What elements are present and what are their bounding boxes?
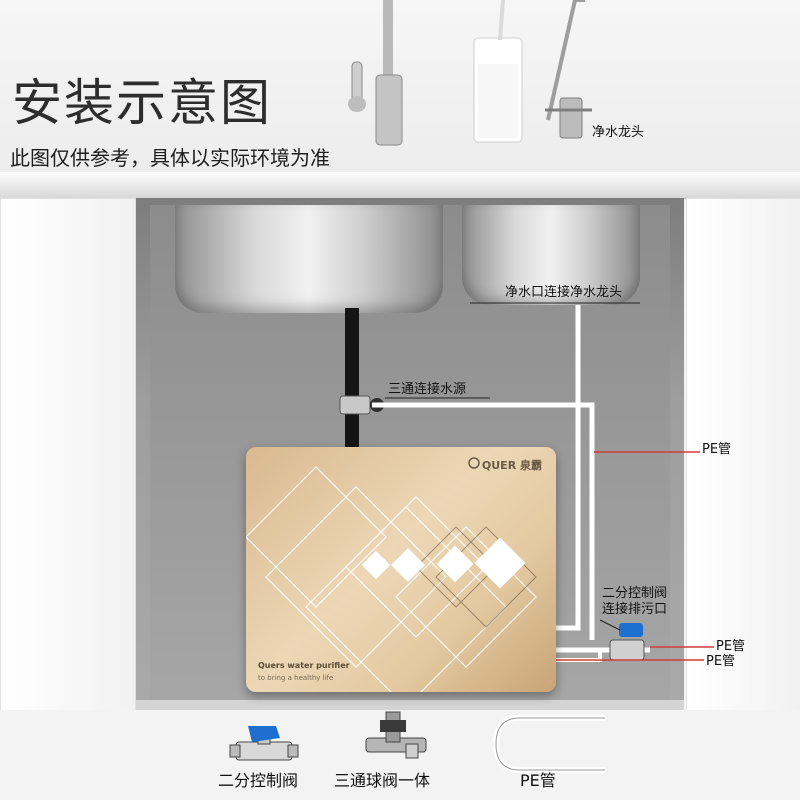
page-title: 安装示意图 xyxy=(12,74,272,132)
cabinet-door-right xyxy=(686,198,800,730)
pe-lower-label: PE管 xyxy=(706,654,736,669)
mixer-faucet-spout xyxy=(383,0,393,80)
drain-valve-handle xyxy=(619,623,643,637)
tee-valve-part-icon xyxy=(365,711,427,759)
pe-upper-label: PE管 xyxy=(716,639,746,654)
faucets-illustration xyxy=(348,0,592,146)
purifier-product-name: Quers water purifier xyxy=(258,661,350,670)
pe-tube-part-label: PE管 xyxy=(520,771,556,790)
pe-main-label: PE管 xyxy=(702,442,732,457)
brand-logo-icon xyxy=(468,457,480,469)
faucet-label: 净水龙头 xyxy=(592,125,645,140)
water-purifier: QUER 泉霸 Quers water purifier to bring a … xyxy=(246,447,556,692)
valve-part-icon xyxy=(229,726,299,761)
pe-tube-feed xyxy=(372,402,595,640)
pe-tube-part-icon xyxy=(492,715,605,773)
valve-part-label: 二分控制阀 xyxy=(218,771,299,790)
tee-label: 三通连接水源 xyxy=(388,382,467,397)
page-subtitle: 此图仅供参考，具体以实际环境为准 xyxy=(10,146,330,170)
drain-valve-label: 二分控制阀 xyxy=(602,586,668,601)
outlet-label: 净水口连接净水龙头 xyxy=(505,285,623,300)
cabinet-shelf-edge xyxy=(136,700,684,710)
callout-drain xyxy=(599,619,621,631)
purifier-brand: QUER 泉霸 xyxy=(481,459,542,472)
sink-basin-right xyxy=(462,205,640,305)
pure-water-faucet xyxy=(546,0,585,121)
purifier-pattern xyxy=(246,457,537,692)
sink-basin-left xyxy=(175,205,443,313)
pe-tube-outlet xyxy=(556,305,581,631)
mixer-faucet-body xyxy=(375,74,403,146)
drain-outlet-label: 连接排污口 xyxy=(602,602,668,617)
tee-valve-part-label: 三通球阀一体 xyxy=(334,771,431,790)
supply-hose xyxy=(345,308,359,453)
purifier-slogan: to bring a healthy life xyxy=(258,674,334,682)
cabinet-door-left xyxy=(0,198,136,730)
